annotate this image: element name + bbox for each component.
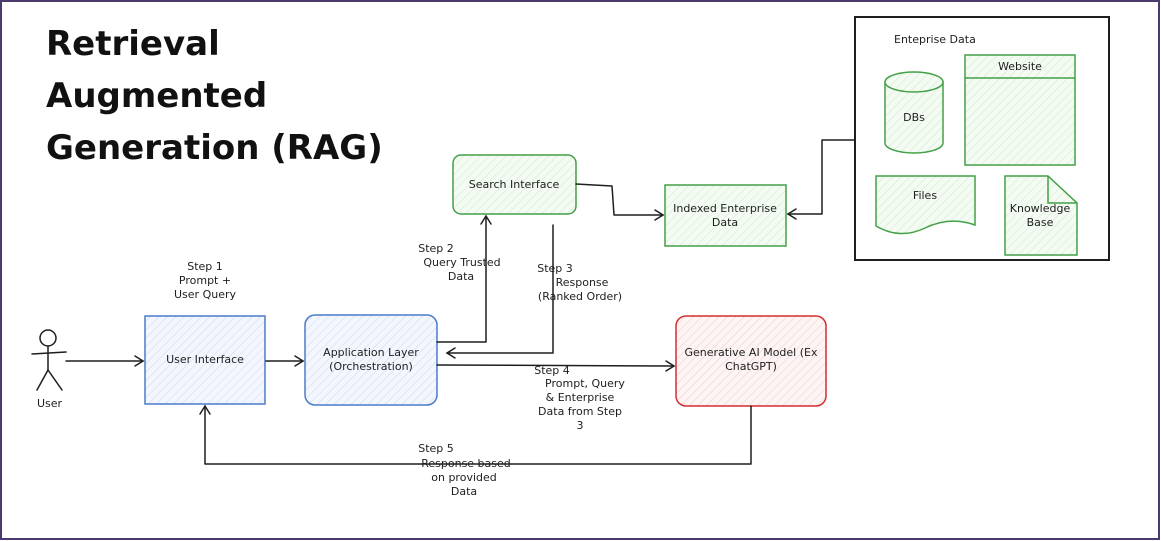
svg-text:on provided: on provided — [431, 471, 497, 484]
gen-ai-label-1: Generative AI Model (Ex — [685, 346, 818, 359]
dbs-label: DBs — [903, 111, 925, 124]
user-actor-label: User — [37, 397, 63, 410]
title-line-2: Augmented — [46, 76, 267, 116]
files-document-icon — [875, 175, 976, 235]
application-layer-label-2: (Orchestration) — [329, 360, 413, 373]
arrow-ui-to-app — [265, 355, 305, 367]
svg-text:User Query: User Query — [174, 288, 236, 301]
step-3-label: Step 3 Response (Ranked Order) — [537, 262, 622, 303]
application-layer-label-1: Application Layer — [323, 346, 419, 359]
application-layer-box — [304, 314, 438, 406]
knowledge-base-label-2: Base — [1027, 216, 1054, 229]
user-interface-label: User Interface — [166, 353, 244, 366]
svg-text:Prompt +: Prompt + — [179, 274, 231, 287]
knowledge-base-page-icon — [1004, 175, 1078, 256]
svg-text:Response: Response — [556, 276, 609, 289]
website-label: Website — [998, 60, 1042, 73]
indexed-data-box — [664, 184, 787, 247]
svg-text:Data: Data — [451, 485, 477, 498]
svg-text:Step 4: Step 4 — [534, 364, 570, 377]
arrow-enterprise-to-indexed — [786, 139, 856, 220]
step-2-label: Step 2 Query Trusted Data — [418, 242, 500, 283]
svg-text:Step 2: Step 2 — [418, 242, 454, 255]
svg-text:Step 5: Step 5 — [418, 442, 454, 455]
svg-text:& Enterprise: & Enterprise — [546, 391, 615, 404]
step-5-label: Step 5 Response based on provided Data — [418, 442, 511, 498]
files-label: Files — [913, 189, 937, 202]
user-actor-icon — [31, 329, 67, 391]
step-4-label: Step 4 Prompt, Query & Enterprise Data f… — [534, 364, 625, 432]
website-box — [964, 54, 1076, 166]
arrow-genai-to-ui — [199, 404, 752, 465]
indexed-data-label-1: Indexed Enterprise — [673, 202, 777, 215]
svg-text:Query Trusted: Query Trusted — [423, 256, 500, 269]
arrow-search-to-app — [445, 224, 554, 359]
svg-text:Data: Data — [448, 270, 474, 283]
dbs-cylinder-icon — [884, 71, 944, 154]
svg-text:3: 3 — [577, 419, 584, 432]
arrow-app-to-genai — [436, 360, 676, 372]
title-line-1: Retrieval — [46, 24, 220, 64]
title-line-3: Generation (RAG) — [46, 128, 383, 168]
indexed-data-label-2: Data — [712, 216, 738, 229]
arrow-user-to-ui — [65, 355, 145, 367]
svg-text:Prompt, Query: Prompt, Query — [545, 377, 625, 390]
knowledge-base-label-1: Knowledge — [1010, 202, 1071, 215]
arrow-search-to-indexed — [575, 183, 665, 221]
search-interface-label: Search Interface — [469, 178, 560, 191]
step-1-label: Step 1 Prompt + User Query — [174, 260, 236, 301]
svg-text:Response based: Response based — [421, 457, 511, 470]
svg-text:Data from Step: Data from Step — [538, 405, 622, 418]
arrow-app-to-search — [436, 214, 492, 343]
svg-text:(Ranked Order): (Ranked Order) — [538, 290, 622, 303]
user-interface-box — [144, 315, 266, 405]
svg-text:Step 3: Step 3 — [537, 262, 573, 275]
gen-ai-label-2: ChatGPT) — [725, 360, 777, 373]
svg-text:Step 1: Step 1 — [187, 260, 223, 273]
enterprise-data-title: Enteprise Data — [894, 33, 976, 46]
